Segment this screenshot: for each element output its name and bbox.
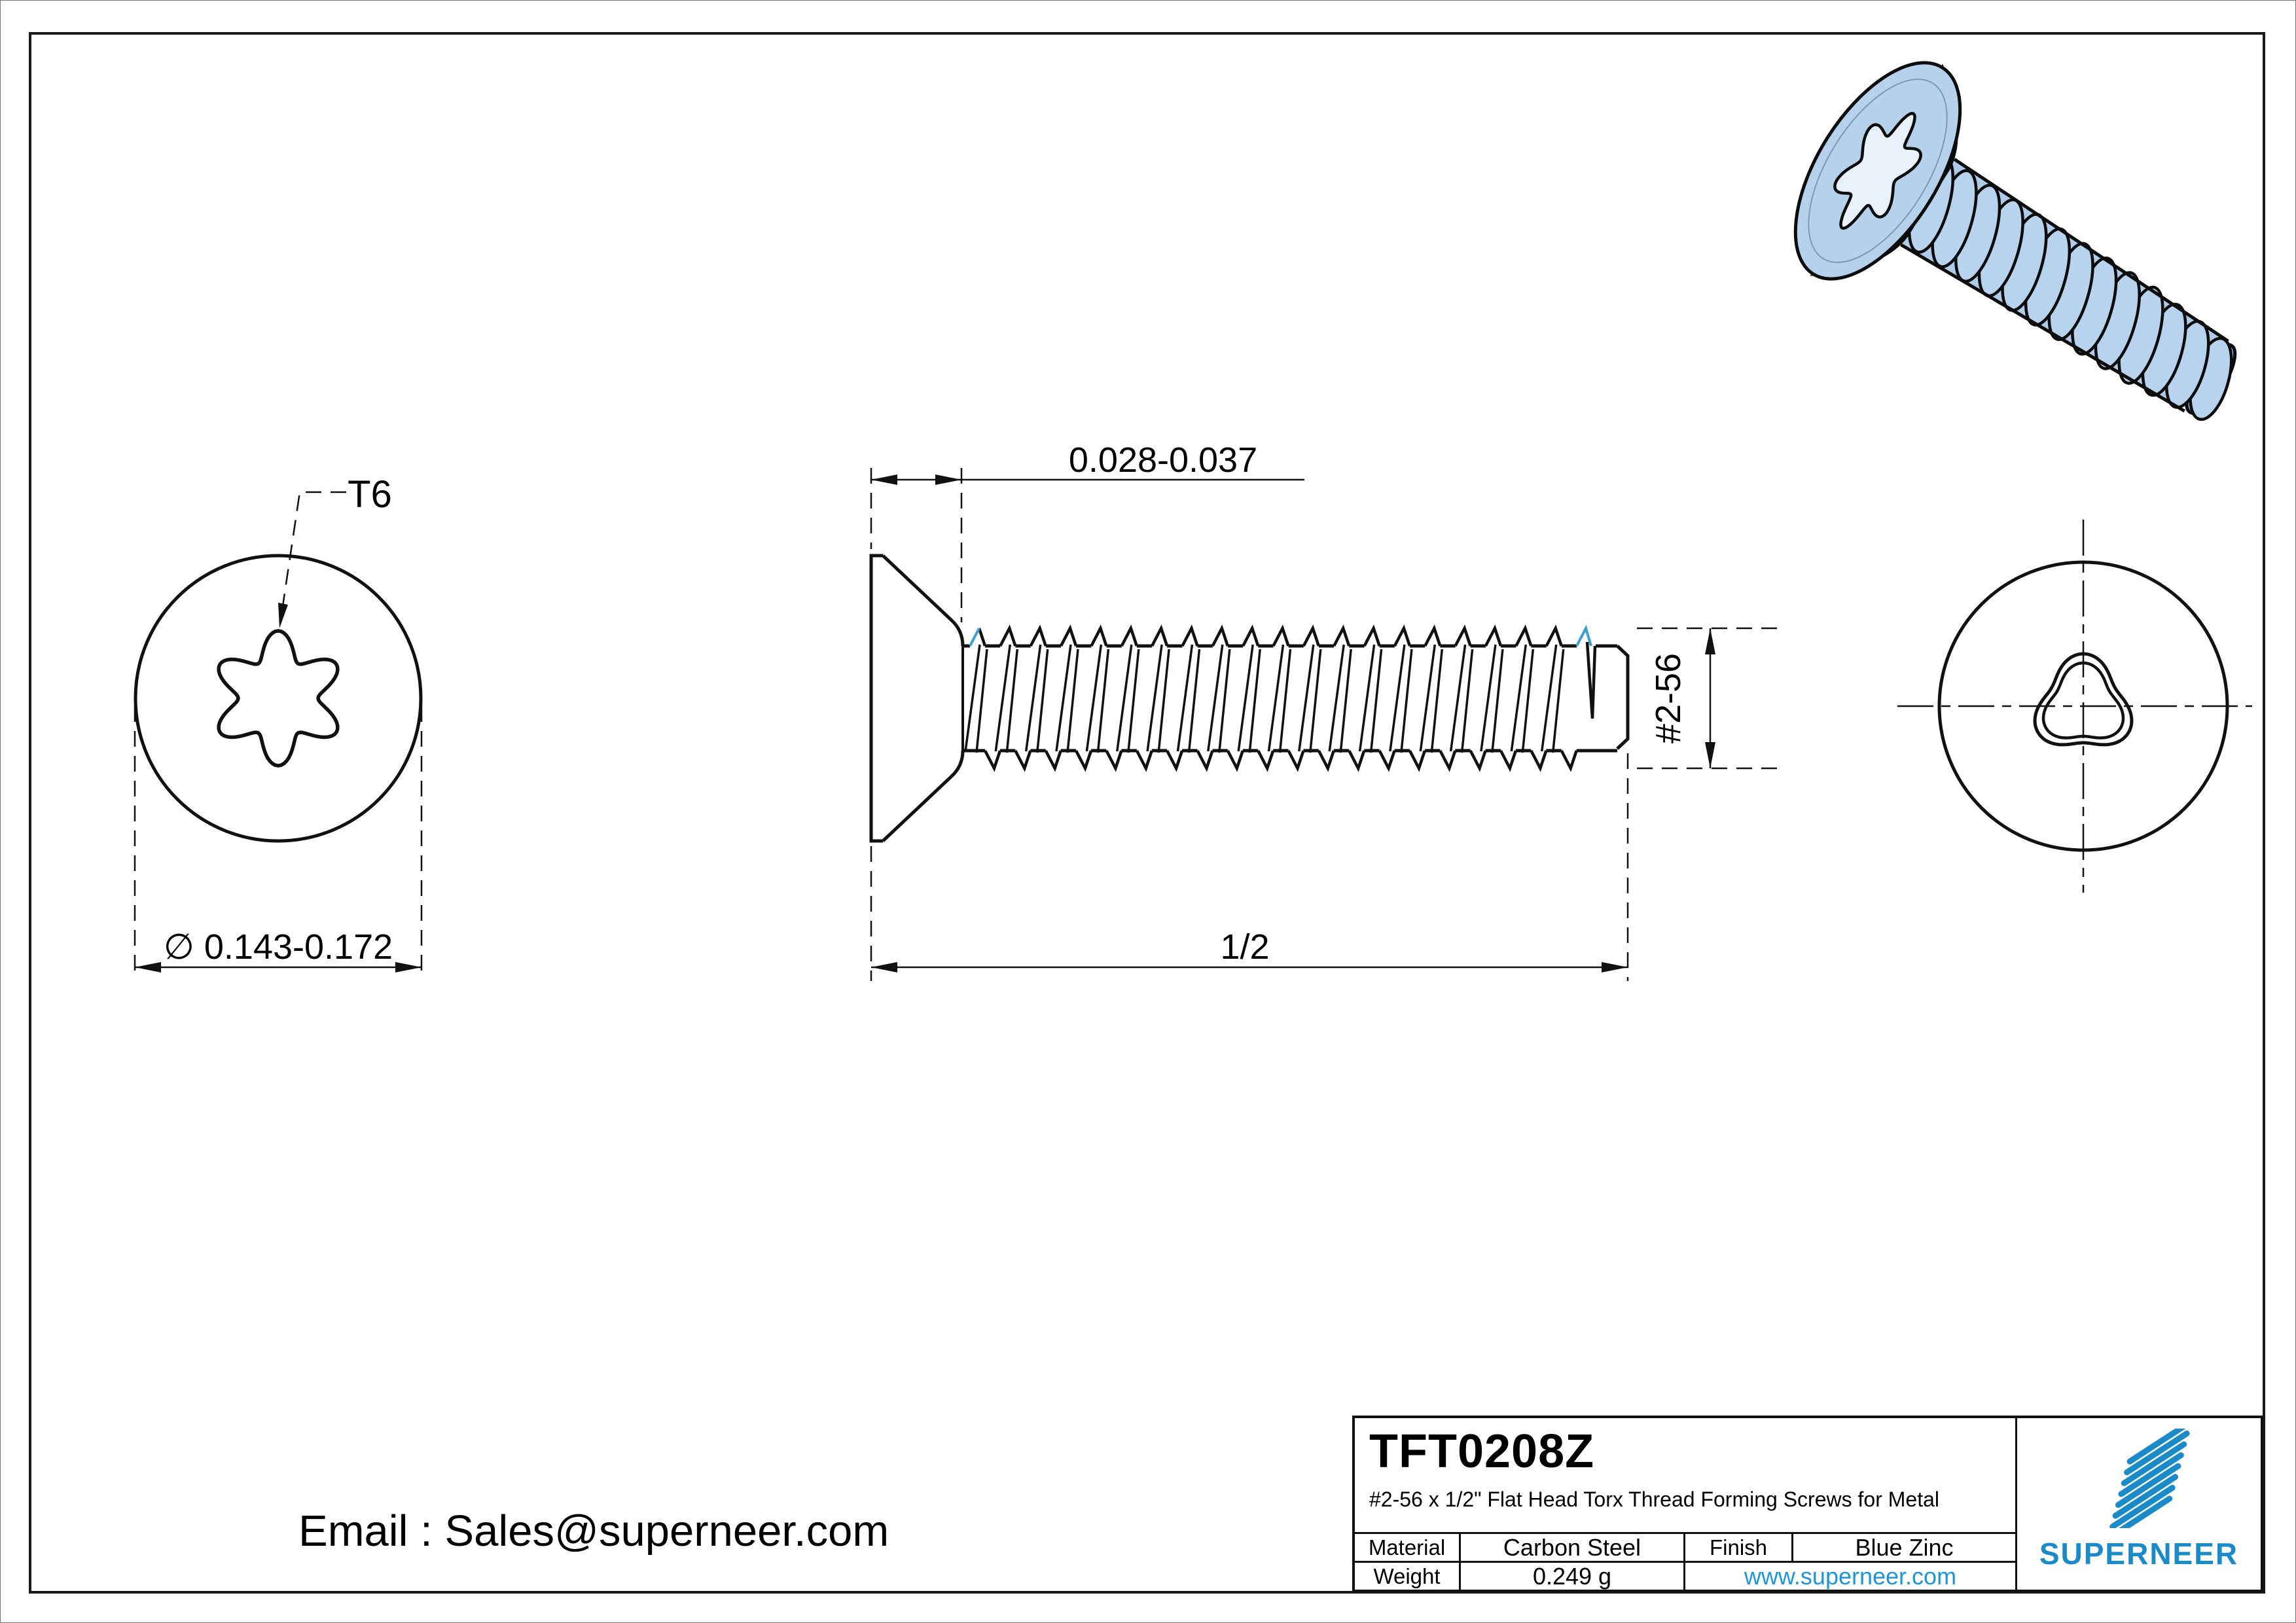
- head-left-face: [869, 554, 883, 843]
- superneer-logo-stripes-icon: [2106, 1429, 2193, 1528]
- head-cone-top: [882, 554, 965, 647]
- length-label: 1/2: [1220, 927, 1269, 967]
- torx-recess-outline: [217, 629, 340, 768]
- side-view-screw: [869, 468, 1784, 981]
- website-link[interactable]: www.superneer.com: [1744, 1562, 1957, 1590]
- length-arrow-right: [1602, 962, 1628, 972]
- head-height-arrow-right: [935, 474, 961, 485]
- screw-3d-head-rim: [1808, 79, 1948, 263]
- trilobe-inner-outline: [2041, 661, 2125, 740]
- head-outline-circle: [134, 554, 423, 843]
- torx-size-label: T6: [348, 473, 392, 516]
- drawing-frame: [29, 32, 2265, 1594]
- material-value: Carbon Steel: [1461, 1534, 1685, 1561]
- thread-size-arrow-top: [1705, 628, 1715, 654]
- head-height-arrow-left: [871, 474, 897, 485]
- brand-logo-cell: SUPERNEER: [2017, 1418, 2261, 1590]
- length-extension-lines: [870, 753, 1629, 981]
- material-row: Material Carbon Steel Finish Blue Zinc: [1355, 1532, 2015, 1561]
- thread-profile: [963, 624, 1617, 772]
- length-arrow-left: [871, 962, 897, 972]
- finish-value: Blue Zinc: [1855, 1533, 1954, 1561]
- t6-leader-line: [281, 491, 346, 607]
- title-block-left: TFT0208Z #2-56 x 1/2" Flat Head Torx Thr…: [1355, 1418, 2017, 1590]
- screw-tip: [1616, 645, 1630, 750]
- t6-leader-arrow: [278, 603, 288, 628]
- head-height-extension-lines: [870, 468, 963, 622]
- diameter-extension-lines: [134, 706, 423, 978]
- finish-label: Finish: [1685, 1534, 1793, 1561]
- front-view-torx-head: [134, 491, 423, 978]
- thread-size-arrow-bottom: [1705, 742, 1715, 768]
- brand-name: SUPERNEER: [2039, 1537, 2239, 1571]
- dim-arrow-right: [395, 962, 422, 972]
- title-block: TFT0208Z #2-56 x 1/2" Flat Head Torx Thr…: [1352, 1416, 2263, 1592]
- weight-label: Weight: [1355, 1563, 1461, 1590]
- thread-size-label: #2-56: [1649, 653, 1688, 743]
- screw-3d-silhouette: [1900, 158, 2229, 413]
- email-contact: Email : Sales@superneer.com: [298, 1507, 889, 1556]
- thread-start-highlight: [969, 628, 980, 647]
- thread-runout-groove: [1585, 641, 1597, 719]
- trilobe-outer-outline: [2033, 652, 2134, 747]
- weight-row: Weight 0.249 g www.superneer.com: [1355, 1561, 2015, 1590]
- title-cell: TFT0208Z #2-56 x 1/2" Flat Head Torx Thr…: [1355, 1418, 2015, 1532]
- material-label: Material: [1355, 1534, 1461, 1561]
- weight-value: 0.249 g: [1461, 1563, 1685, 1590]
- head-diameter-label: ∅ 0.143-0.172: [164, 927, 393, 967]
- part-description: #2-56 x 1/2" Flat Head Torx Thread Formi…: [1369, 1488, 1939, 1511]
- part-number: TFT0208Z: [1369, 1425, 1595, 1478]
- head-height-label: 0.028-0.037: [1069, 440, 1257, 480]
- thread-runout-highlight: [1575, 624, 1592, 647]
- dim-arrow-left: [135, 962, 161, 972]
- screw-3d-render: [1793, 61, 2237, 421]
- screw-3d-torx-recess: [1833, 111, 1922, 230]
- end-view-trilobular: [1897, 520, 2252, 893]
- head-cone-bottom: [882, 750, 965, 842]
